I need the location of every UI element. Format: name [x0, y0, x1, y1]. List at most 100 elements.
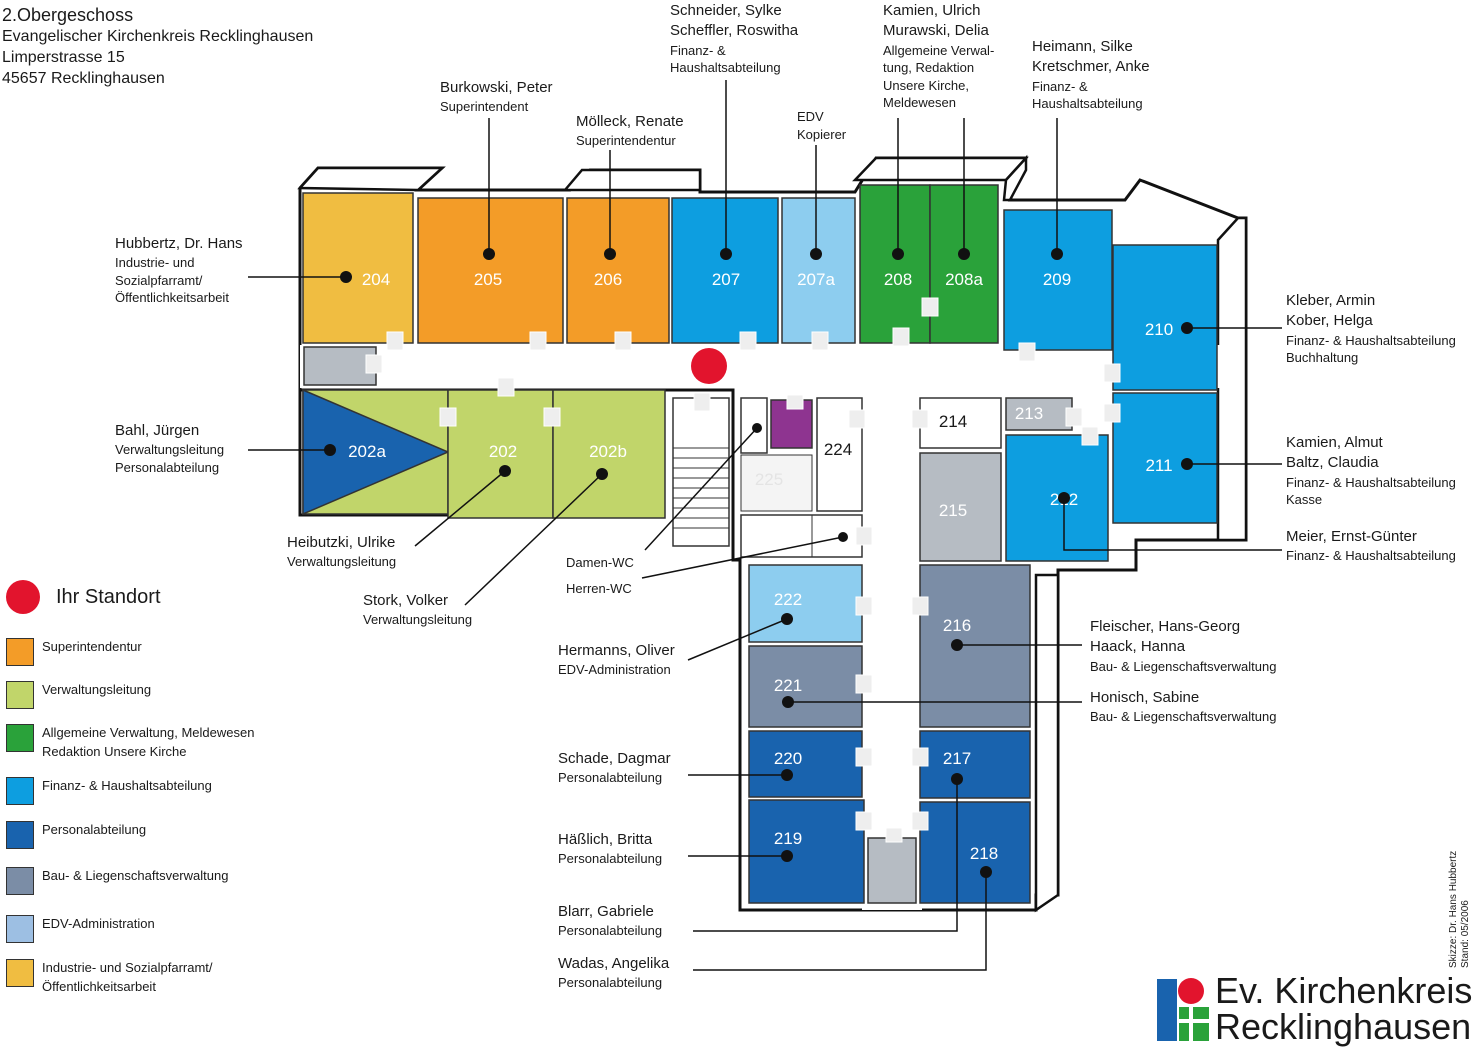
room-205[interactable]	[417, 197, 564, 344]
room-number-217: 217	[943, 749, 971, 768]
room-207a[interactable]	[781, 197, 856, 344]
room-202b[interactable]	[552, 389, 666, 519]
label-bahl: Bahl, Jürgen Verwaltungsleitung Personal…	[115, 422, 225, 475]
legend-swatch	[6, 821, 34, 849]
legend-item: EDV-Administration	[6, 915, 302, 943]
room-number-205: 205	[474, 270, 502, 289]
legend-item: Bau- & Liegenschaftsverwaltung	[6, 867, 302, 895]
room-213[interactable]	[1005, 397, 1073, 431]
location-dots	[324, 248, 1193, 878]
address-block: 2.Obergeschoss Evangelischer Kirchenkrei…	[2, 4, 313, 90]
floor-title: 2.Obergeschoss	[2, 5, 134, 25]
leader-lines	[248, 80, 1282, 971]
room-number-219: 219	[774, 829, 802, 848]
legend-swatch	[6, 959, 34, 987]
room-202a[interactable]	[302, 388, 450, 516]
room-220[interactable]	[748, 730, 863, 798]
room-222[interactable]	[748, 564, 863, 643]
label-heibutzki: Heibutzki, Ulrike Verwaltungsleitung	[287, 534, 397, 570]
city: 45657 Recklinghausen	[2, 69, 165, 87]
label-schneider: Schneider, Sylke Scheffler, Roswitha Fin…	[670, 2, 799, 76]
legend-item: Finanz- & Haushaltsabteilung	[6, 777, 302, 805]
legend-item: Superintendentur	[6, 638, 302, 666]
label-heimann: Heimann, Silke Kretschmer, Anke Finanz- …	[1032, 38, 1150, 112]
room-225[interactable]	[740, 454, 813, 512]
room-number-207a: 207a	[797, 270, 835, 289]
label-kamien-almut: Kamien, Almut Baltz, Claudia Finanz- & H…	[1286, 434, 1456, 508]
room-number-207: 207	[712, 270, 740, 289]
room-number-206: 206	[594, 270, 622, 289]
room-number-214: 214	[939, 412, 967, 431]
room-210[interactable]	[1112, 244, 1218, 391]
room-217[interactable]	[919, 730, 1031, 799]
legend-swatch	[6, 638, 34, 666]
storage-room-bottom	[867, 837, 917, 904]
room-214[interactable]	[919, 397, 1002, 449]
legend-swatch	[6, 867, 34, 895]
label-blarr: Blarr, Gabriele Personalabteilung	[558, 903, 663, 939]
logo-mark-icon	[1157, 978, 1211, 1041]
label-honisch: Honisch, Sabine Bau- & Liegenschaftsverw…	[1090, 689, 1277, 725]
room-number-208: 208	[884, 270, 912, 289]
storage-room-left	[303, 346, 377, 386]
room-204[interactable]	[302, 192, 414, 344]
legend-item: Allgemeine Verwaltung, Meldewesen Redakt…	[6, 724, 292, 762]
room-219[interactable]	[748, 799, 865, 904]
staircase	[672, 397, 730, 547]
legend-item: Industrie- und Sozialpfarramt/ Öffentlic…	[6, 959, 262, 997]
room-209[interactable]	[1003, 209, 1113, 351]
label-kamien-ulrich: Kamien, Ulrich Murawski, Delia Allgemein…	[883, 2, 995, 111]
label-haesslich: Häßlich, Britta Personalabteilung	[558, 831, 663, 867]
room-212[interactable]	[1005, 434, 1109, 562]
room-number-225: 225	[755, 470, 783, 489]
room-number-213: 213	[1015, 404, 1043, 423]
room-215[interactable]	[919, 452, 1002, 562]
label-stork: Stork, Volker Verwaltungsleitung	[363, 592, 473, 628]
label-kleber: Kleber, Armin Kober, Helga Finanz- & Hau…	[1286, 292, 1456, 366]
room-216[interactable]	[919, 564, 1031, 728]
room-number-210: 210	[1145, 320, 1173, 339]
label-wadas: Wadas, Angelika Personalabteilung	[558, 955, 670, 991]
legend-standort-label: Ihr Standort	[56, 585, 161, 608]
label-fleischer: Fleischer, Hans-Georg Haack, Hanna Bau- …	[1090, 618, 1277, 674]
label-meier: Meier, Ernst-Günter Finanz- & Haushaltsa…	[1286, 528, 1456, 564]
room-218[interactable]	[919, 801, 1031, 904]
room-208[interactable]	[859, 184, 931, 344]
legend-item: Personalabteilung	[6, 821, 302, 849]
room-number-202: 202	[489, 442, 517, 461]
legend-swatch	[6, 724, 34, 752]
room-number-204: 204	[362, 270, 390, 289]
sketch-credit: Skizze: Dr. Hans Hubbertz Stand: 05/2006	[1448, 850, 1471, 968]
legend-item: Verwaltungsleitung	[6, 681, 302, 709]
room-202[interactable]	[447, 389, 554, 519]
room-number-222: 222	[774, 590, 802, 609]
room-number-208a: 208a	[945, 270, 983, 289]
room-207[interactable]	[671, 197, 779, 344]
legend-swatch	[6, 777, 34, 805]
room-number-215: 215	[939, 501, 967, 520]
room-number-202a: 202a	[348, 442, 386, 461]
legend-swatch	[6, 915, 34, 943]
label-herren-wc: Herren-WC	[566, 581, 632, 596]
label-damen-wc: Damen-WC	[566, 555, 634, 570]
room-221[interactable]	[748, 645, 863, 728]
room-number-220: 220	[774, 749, 802, 768]
room-206[interactable]	[566, 197, 670, 344]
label-edv: EDV Kopierer	[797, 109, 847, 142]
street: Limperstrasse 15	[2, 49, 125, 67]
room-number-224: 224	[824, 440, 852, 459]
label-burkowski: Burkowski, Peter Superintendent	[440, 79, 553, 115]
label-hermanns: Hermanns, Oliver EDV-Administration	[558, 642, 675, 678]
legend: Ihr Standort Superintendentur Verwaltung…	[6, 580, 254, 994]
org-name: Evangelischer Kirchenkreis Recklinghause…	[2, 28, 314, 46]
standort-dot-icon	[6, 580, 40, 614]
room-number-216: 216	[943, 616, 971, 635]
room-number-209: 209	[1043, 270, 1071, 289]
logo-line-1: Ev. Kirchenkreis	[1215, 970, 1473, 1011]
room-number-211: 211	[1145, 456, 1172, 475]
room-211[interactable]	[1112, 392, 1218, 524]
room-number-221: 221	[774, 676, 802, 695]
kirchenkreis-logo: Ev. Kirchenkreis Recklinghausen	[1155, 973, 1480, 1053]
label-moelleck: Mölleck, Renate Superintendentur	[576, 113, 684, 149]
